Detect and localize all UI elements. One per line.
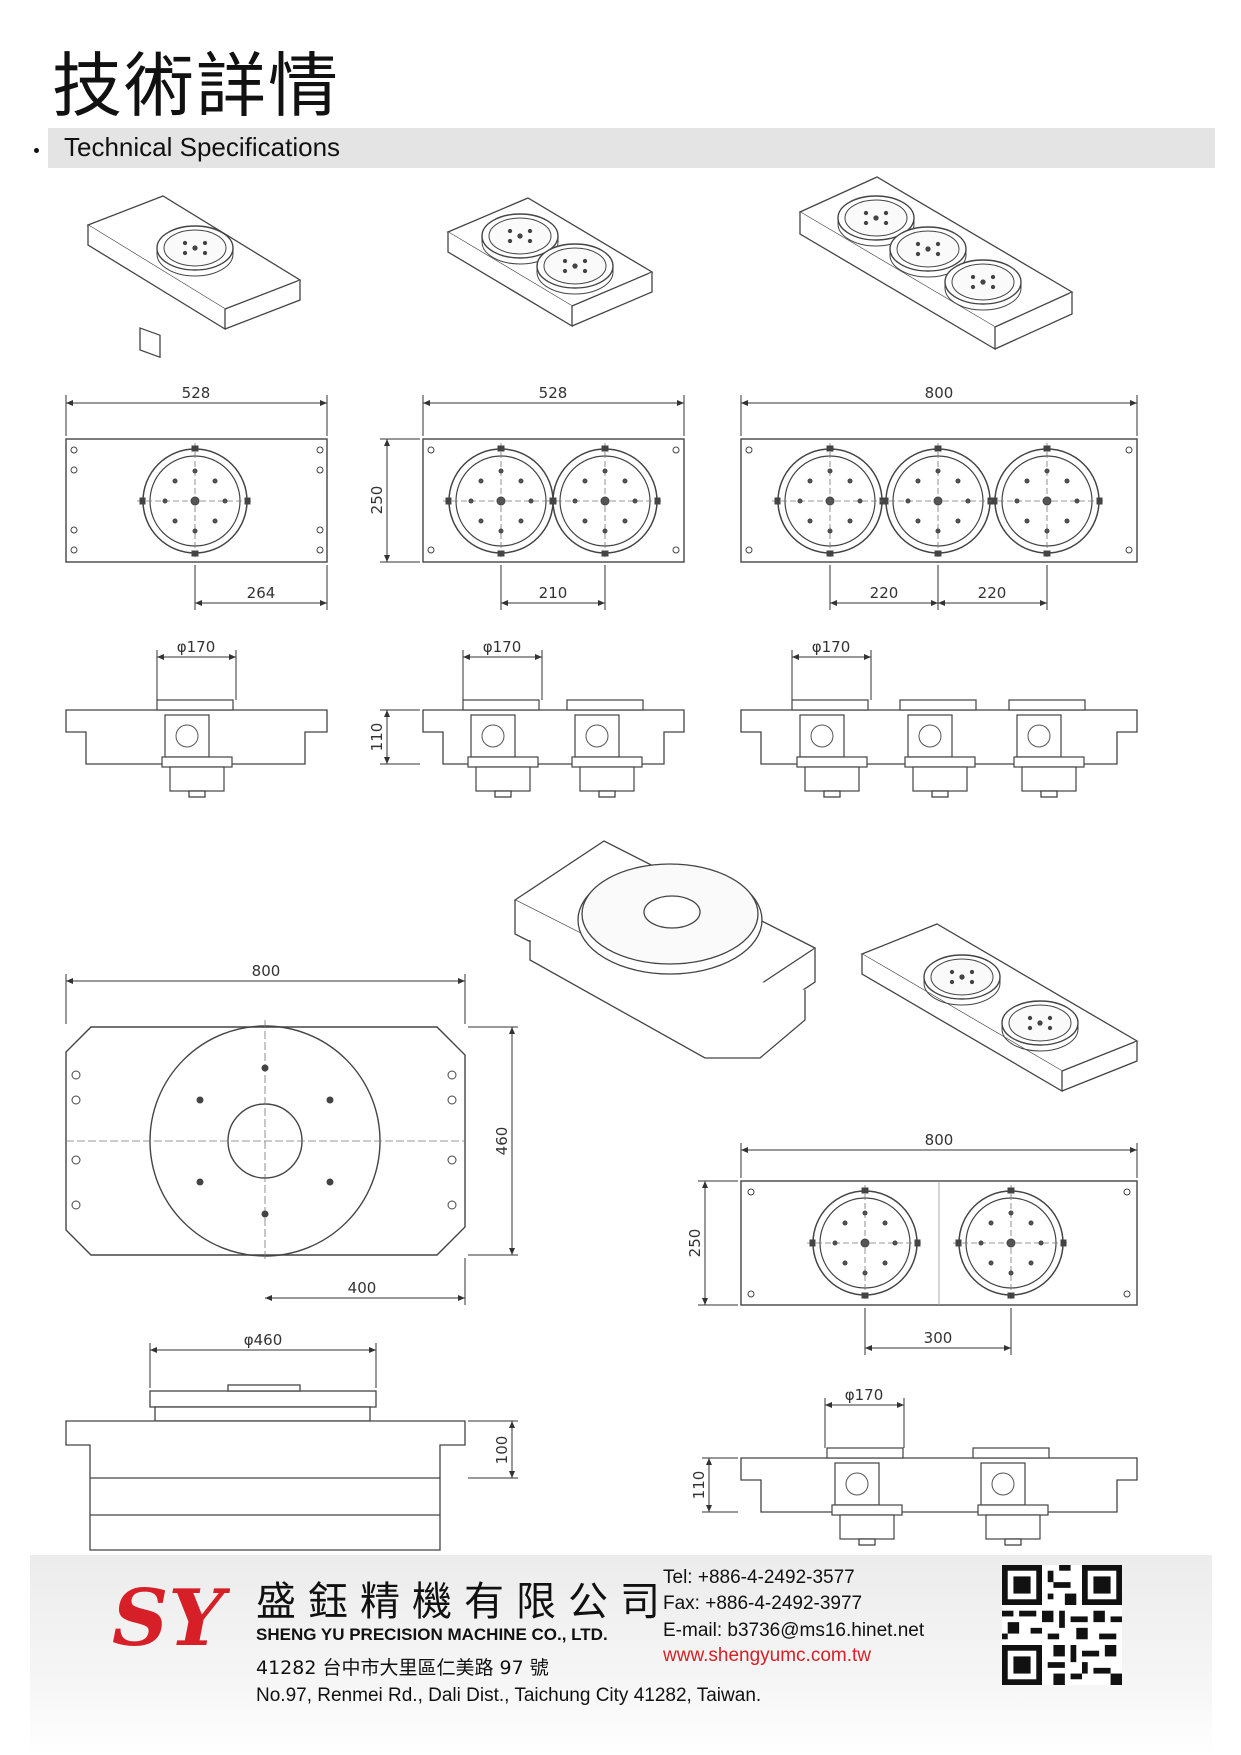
dim-dual-width: 800: [925, 1131, 954, 1149]
iso-double: [446, 197, 654, 328]
front-large: [65, 1384, 466, 1551]
top-triple: [740, 438, 1138, 563]
dim-double-pitch: 210: [539, 584, 568, 602]
website-link[interactable]: www.shengyumc.com.tw: [663, 1645, 872, 1666]
dim-triple-pitch-2: 220: [978, 584, 1007, 602]
dim-single-width: 528: [182, 384, 211, 402]
section-title: Technical Specifications: [64, 132, 341, 162]
tel: Tel: +886-4-2492-3577: [663, 1567, 855, 1588]
front-double: [422, 699, 685, 798]
fax: Fax: +886-4-2492-3977: [663, 1593, 863, 1614]
front-dual: [740, 1447, 1138, 1546]
front-triple: [740, 699, 1138, 798]
dim-dual-pitch: 300: [924, 1329, 953, 1347]
svg-text:SY: SY: [112, 1575, 230, 1664]
iso-dual: [860, 923, 1139, 1093]
top-dual: [740, 1180, 1138, 1306]
qr-code-icon: [1002, 1565, 1122, 1685]
dim-triple-width: 800: [925, 384, 954, 402]
company-name-en: SHENG YU PRECISION MACHINE CO., LTD.: [256, 1625, 608, 1644]
dim-dual-dia: φ170: [845, 1386, 884, 1404]
top-double: [422, 438, 685, 563]
top-large: [65, 1020, 466, 1262]
dim-dual-depth: 250: [686, 1229, 704, 1258]
dim-large-offset: 400: [348, 1279, 377, 1297]
dim-dual-height: 110: [690, 1471, 708, 1500]
front-single: [65, 699, 328, 798]
iso-triple: [798, 176, 1074, 351]
dim-height: 110: [368, 723, 386, 752]
company-name-cn: 盛鈺精機有限公司: [256, 1579, 672, 1625]
dim-large-dia: φ460: [244, 1331, 283, 1349]
dim-large-depth: 460: [493, 1127, 511, 1156]
dim-large-height: 100: [493, 1436, 511, 1465]
dim-single-offset: 264: [247, 584, 276, 602]
dim-triple-pitch-1: 220: [870, 584, 899, 602]
dim-dia-c: φ170: [812, 638, 851, 656]
bullet-dot: [34, 148, 39, 153]
email-link[interactable]: E-mail: b3736@ms16.hinet.net: [663, 1620, 925, 1641]
technical-drawings: 528 264 528 210 250 800 220 220 φ170 φ17…: [65, 176, 1139, 1551]
dim-dia-a: φ170: [177, 638, 216, 656]
iso-large: [513, 840, 817, 1059]
address-cn: 41282 台中市大里區仁美路 97 號: [256, 1657, 549, 1679]
top-single: [65, 438, 328, 563]
dim-large-width: 800: [252, 962, 281, 980]
company-logo: SY: [112, 1575, 230, 1664]
iso-single: [86, 195, 302, 359]
dim-dia-b: φ170: [483, 638, 522, 656]
address-en: No.97, Renmei Rd., Dali Dist., Taichung …: [256, 1685, 762, 1706]
section-bar: [48, 128, 1215, 168]
footer: SY 盛鈺精機有限公司 SHENG YU PRECISION MACHINE C…: [30, 1555, 1212, 1755]
dim-double-width: 528: [539, 384, 568, 402]
page-title: 技術詳情: [52, 45, 340, 127]
dim-depth: 250: [368, 486, 386, 515]
